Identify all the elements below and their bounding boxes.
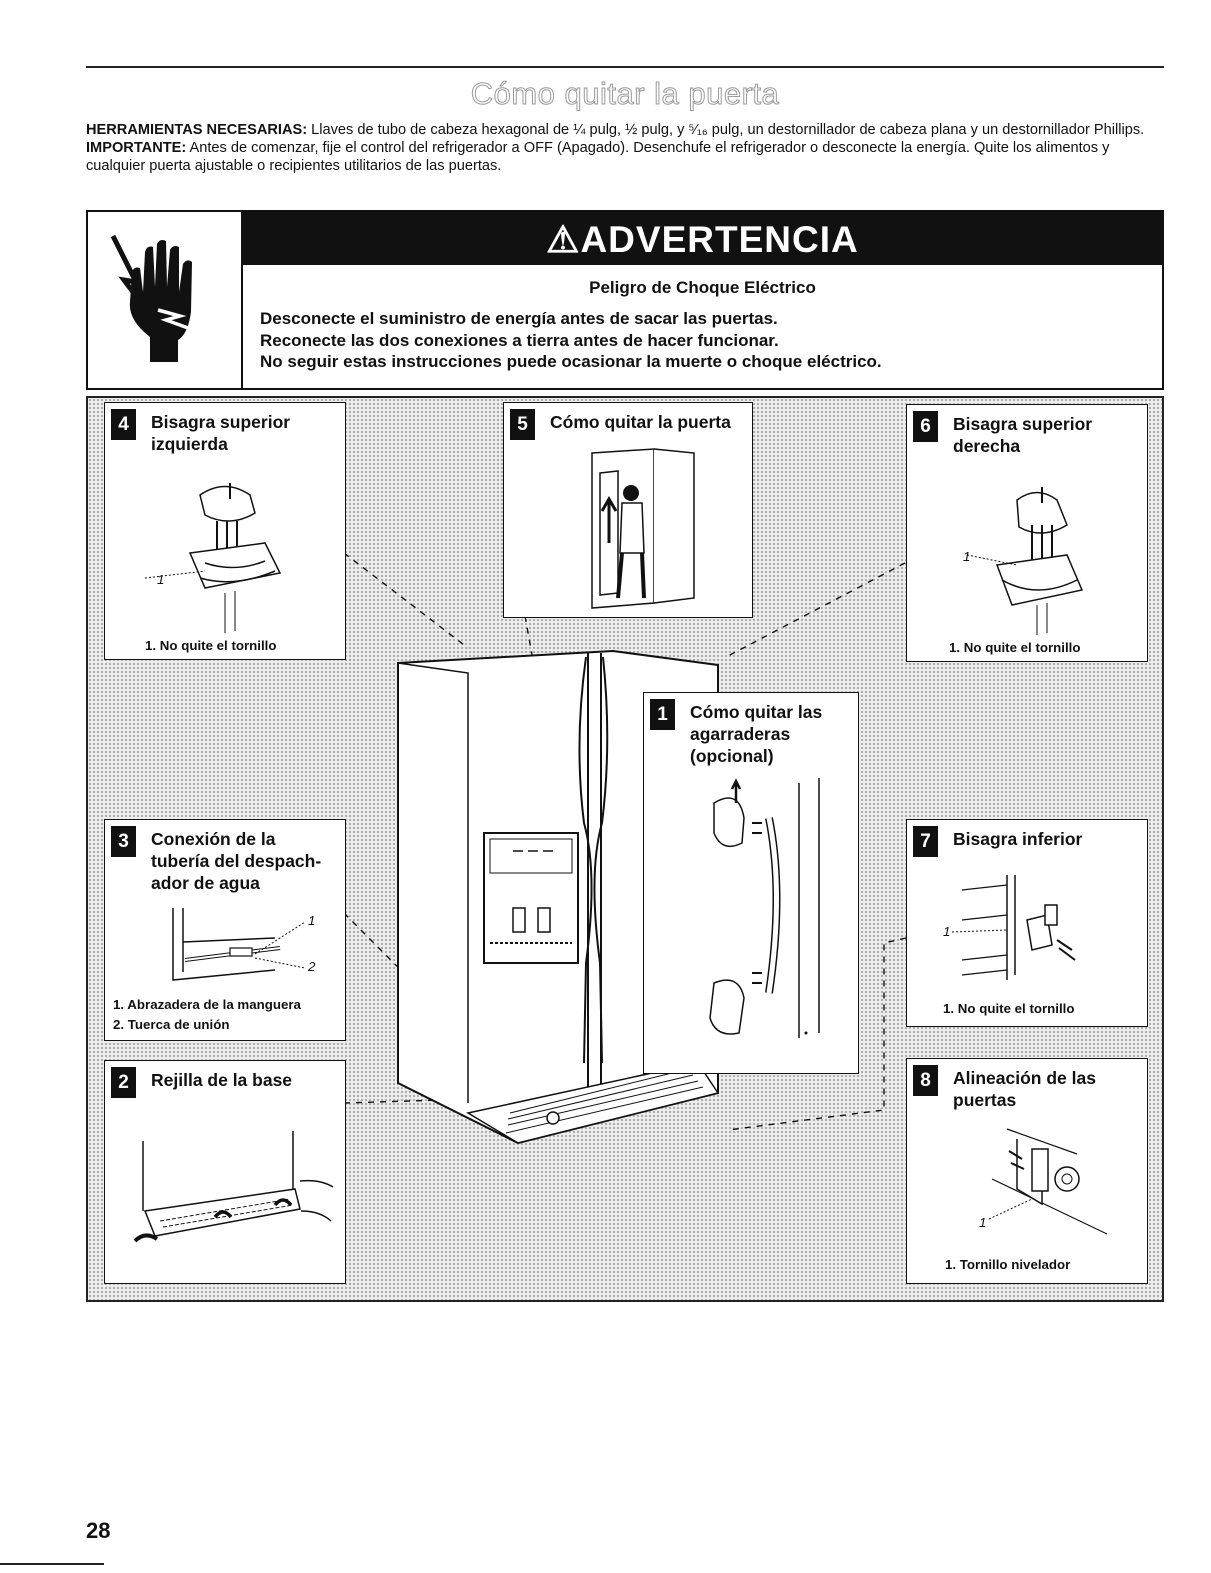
warning-line: Desconecte el suministro de energía ante… <box>260 309 778 328</box>
step-title: Rejilla de la base <box>151 1070 293 1090</box>
warning-lines: Desconecte el suministro de energía ante… <box>260 308 1152 373</box>
callout-number: 1 <box>157 572 165 587</box>
step-1-remove-handles: 1 Cómo quitar las agarraderas (opcional) <box>643 692 859 1074</box>
step-badge: 4 <box>111 409 136 440</box>
step-caption: 1. Tornillo nivelador <box>945 1257 1071 1272</box>
step-badge: 7 <box>913 826 938 857</box>
step-caption: 1. No quite el tornillo <box>949 640 1081 655</box>
warning-line: Reconecte las dos conexiones a tierra an… <box>260 330 779 350</box>
step-badge: 3 <box>111 826 136 857</box>
callout-number: 1 <box>308 913 316 928</box>
tools-text: Llaves de tubo de cabeza hexagonal de ¼ … <box>307 122 1145 138</box>
important-label: IMPORTANTE: <box>86 140 187 156</box>
step-title: Bisagra superior derecha <box>953 414 1093 456</box>
step-badge: 6 <box>913 411 938 442</box>
step-caption: 1. Abrazadera de la manguera <box>113 997 301 1012</box>
step-6-top-hinge-right: 6 Bisagra superior derecha 1 1. No quite… <box>906 404 1148 662</box>
step-7-bottom-hinge: 7 Bisagra inferior 1 1. No quite el torn… <box>906 819 1148 1027</box>
step-title: Cómo quitar las agarraderas (opcional) <box>690 702 823 766</box>
top-hinge-right-illustration <box>966 487 1084 635</box>
remove-door-illustration <box>591 448 695 609</box>
remove-handles-illustration <box>709 778 820 1038</box>
refrigerator-illustration <box>397 649 720 1145</box>
callout-number: 1 <box>943 924 951 939</box>
step-badge: 8 <box>913 1065 938 1096</box>
top-rule <box>86 66 1164 68</box>
warning-line: No seguir estas instrucciones puede ocas… <box>260 352 882 371</box>
step-title: Bisagra superior izquierda <box>151 412 291 454</box>
step-4-top-hinge-left: 4 Bisagra superior izquierda 1 1. No qui… <box>104 402 346 660</box>
step-title: Alineación de las puertas <box>953 1068 1096 1110</box>
callout-number: 1 <box>979 1215 987 1230</box>
tools-paragraph: HERRAMIENTAS NECESARIAS: Llaves de tubo … <box>86 121 1166 139</box>
door-alignment-illustration <box>988 1128 1108 1235</box>
step-caption: 1. No quite el tornillo <box>145 638 277 653</box>
warning-box: ⚠ADVERTENCIA Peligro de Choque Eléctrico… <box>86 210 1164 390</box>
important-paragraph: IMPORTANTE: Antes de comenzar, fije el c… <box>86 139 1166 175</box>
warning-heading: ⚠ADVERTENCIA <box>243 212 1162 265</box>
base-grille-illustration <box>133 1131 334 1243</box>
footer-rule <box>0 1563 104 1565</box>
warning-subheading: Peligro de Choque Eléctrico <box>589 278 816 297</box>
step-title: Cómo quitar la puerta <box>550 412 731 432</box>
tools-label: HERRAMIENTAS NECESARIAS: <box>86 122 308 138</box>
bottom-hinge-illustration <box>951 875 1076 980</box>
step-5-remove-door: 5 Cómo quitar la puerta <box>503 402 753 618</box>
step-badge: 2 <box>111 1067 136 1098</box>
important-text: Antes de comenzar, fije el control del r… <box>86 140 1110 174</box>
step-title: Bisagra inferior <box>953 829 1083 849</box>
water-line-illustration <box>172 908 306 981</box>
intro-text: HERRAMIENTAS NECESARIAS: Llaves de tubo … <box>86 121 1166 175</box>
step-badge: 1 <box>650 699 675 730</box>
electric-shock-hand-icon <box>88 212 243 388</box>
callout-number: 1 <box>963 549 971 564</box>
step-badge: 5 <box>510 409 535 440</box>
step-caption: 1. No quite el tornillo <box>943 1001 1075 1016</box>
step-2-base-grille: 2 Rejilla de la base <box>104 1060 346 1284</box>
step-8-door-alignment: 8 Alineación de las puertas 1 1. Tornill… <box>906 1058 1148 1284</box>
step-caption: 2. Tuerca de unión <box>113 1017 230 1032</box>
step-3-water-line-connection: 3 Conexión de la tubería del despach- ad… <box>104 819 346 1041</box>
callout-number: 2 <box>308 959 316 974</box>
door-removal-diagram: 4 Bisagra superior izquierda 1 1. No qui… <box>86 396 1164 1302</box>
step-title: Conexión de la tubería del despach- ador… <box>151 829 322 893</box>
top-hinge-left-illustration <box>144 483 282 633</box>
page-number: 28 <box>86 1518 111 1543</box>
page-title: Cómo quitar la puerta <box>470 76 780 112</box>
